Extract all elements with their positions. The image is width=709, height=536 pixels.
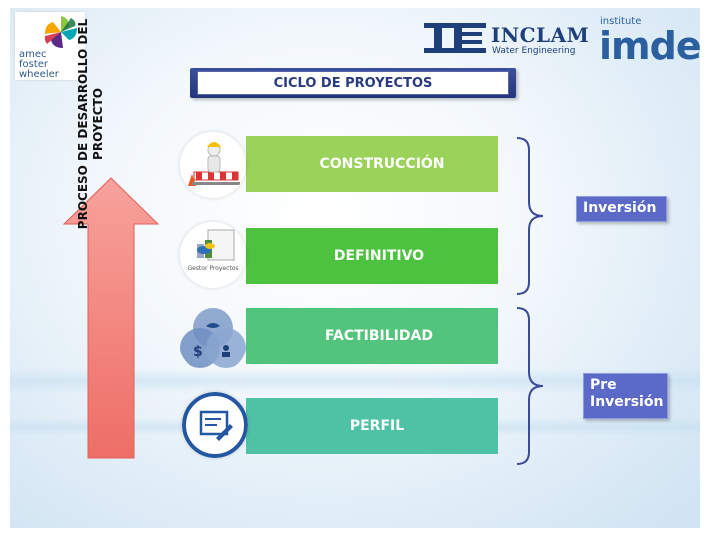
phase-inversion: Inversión	[576, 196, 667, 222]
amec-text-line: foster	[19, 59, 49, 70]
imdea-name: imdea	[599, 24, 700, 68]
inclam-name: INCLAM	[491, 23, 590, 47]
phase-label-line: Pre	[590, 377, 617, 393]
venn-diagram-icon: $	[178, 304, 248, 374]
icon-caption: Gestor Proyectos	[187, 265, 239, 272]
stage-bar: FACTIBILIDAD	[246, 308, 498, 364]
phase-label: Inversión	[583, 200, 657, 216]
slide: amec foster wheeler INCLAM Water Enginee…	[10, 8, 700, 528]
page-title: CICLO DE PROYECTOS	[197, 71, 509, 95]
stage-perfil: PERFIL	[216, 398, 498, 454]
amec-foster-wheeler-logo: amec foster wheeler	[15, 12, 85, 80]
stage-bar: PERFIL	[246, 398, 498, 454]
stage-bar: CONSTRUCCIÓN	[246, 136, 498, 192]
arrow-label-line: PROCESO DE DESARROLLO DEL	[76, 18, 90, 230]
inclam-logo: INCLAM Water Engineering	[424, 23, 596, 57]
document-pen-icon	[182, 392, 248, 458]
arrow-label: PROCESO DE DESARROLLO DEL PROYECTO	[70, 8, 112, 254]
brace-inversion	[516, 137, 544, 295]
amec-pinwheel-icon	[44, 16, 77, 48]
amec-text-line: wheeler	[19, 69, 59, 80]
amec-text-line: amec	[19, 49, 47, 60]
project-management-icon: Gestor Proyectos	[180, 222, 246, 288]
stage-construccion: CONSTRUCCIÓN	[216, 136, 498, 192]
phase-pre-inversion: Pre Inversión	[583, 373, 668, 419]
stage-definitivo: DEFINITIVO	[216, 228, 498, 284]
title-banner: CICLO DE PROYECTOS	[190, 68, 516, 98]
stage-label: FACTIBILIDAD	[325, 328, 433, 344]
phase-label-line: Inversión	[590, 394, 664, 410]
inclam-subtitle: Water Engineering	[492, 46, 576, 56]
stage-label: PERFIL	[349, 418, 405, 434]
svg-text:$: $	[193, 344, 203, 360]
arrow-label-line: PROYECTO	[91, 88, 105, 160]
stage-label: DEFINITIVO	[333, 248, 425, 264]
stage-label: CONSTRUCCIÓN	[319, 156, 445, 172]
construction-worker-icon	[180, 132, 246, 198]
inclam-emblem-icon	[424, 23, 486, 53]
stage-bar: DEFINITIVO	[246, 228, 498, 284]
imdea-logo: institute imdea	[597, 16, 700, 68]
brace-pre-inversion	[516, 307, 544, 465]
development-arrow	[62, 177, 160, 459]
imdea-prefix: institute	[600, 16, 642, 27]
stage-factibilidad: FACTIBILIDAD	[216, 308, 498, 364]
